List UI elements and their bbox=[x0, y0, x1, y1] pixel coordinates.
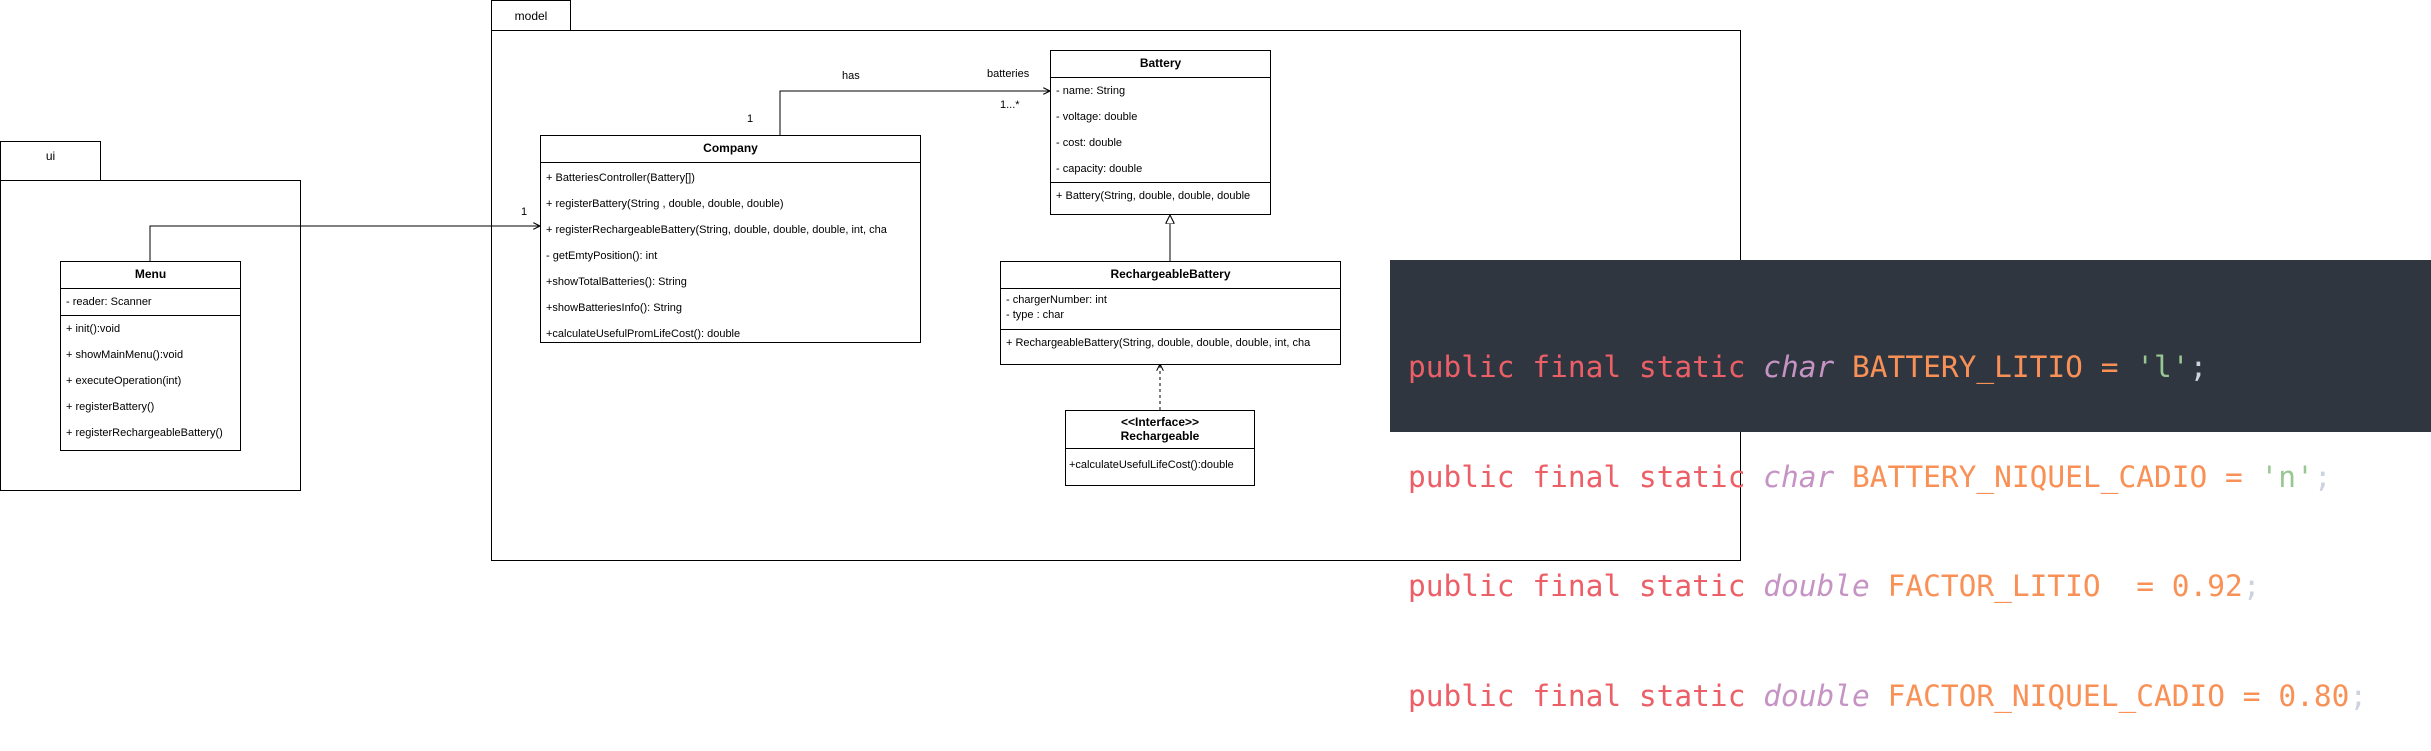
attribute: - capacity: double bbox=[1056, 163, 1143, 175]
class-company-name: Company bbox=[541, 136, 920, 163]
class-company: Company + BatteriesController(Battery[])… bbox=[540, 135, 921, 343]
method: + BatteriesController(Battery[]) bbox=[546, 172, 695, 184]
code-modifiers: public final static bbox=[1408, 678, 1746, 713]
attribute: - cost: double bbox=[1056, 137, 1123, 149]
menu-company-association bbox=[149, 226, 540, 261]
attribute: - name: String bbox=[1056, 85, 1126, 97]
code-operator: = bbox=[2100, 350, 2119, 384]
code-type: double bbox=[1763, 569, 1870, 603]
method: + registerRechargeableBattery() bbox=[66, 427, 223, 439]
class-menu-name: Menu bbox=[61, 262, 240, 289]
method: + Battery(String, double, double, double bbox=[1056, 190, 1251, 202]
package-ui-label: ui bbox=[45, 149, 56, 163]
method: +calculateUsefulPromLifeCost(): double bbox=[546, 328, 741, 340]
method: + registerBattery(String , double, doubl… bbox=[546, 198, 784, 210]
company-battery-label: has bbox=[842, 70, 860, 82]
class-rechargeable-battery-name: RechargeableBattery bbox=[1001, 262, 1340, 289]
class-menu: Menu - reader: Scanner + init():void + s… bbox=[60, 261, 241, 451]
attribute: - type : char bbox=[1006, 309, 1065, 321]
code-value: 0.92 bbox=[2171, 569, 2243, 603]
interface-rechargeable-methods: +calculateUsefulLifeCost():double bbox=[1066, 449, 1254, 478]
code-value: 'l' bbox=[2136, 350, 2190, 384]
menu-company-multiplicity: 1 bbox=[521, 206, 528, 218]
code-value: 0.80 bbox=[2278, 678, 2350, 713]
code-modifiers: public final static bbox=[1408, 569, 1746, 603]
relationship-lines bbox=[149, 0, 2431, 410]
code-operator: = bbox=[2136, 569, 2154, 603]
code-modifiers: public final static bbox=[1408, 350, 1746, 384]
code-type: char bbox=[1763, 350, 1835, 384]
interface-stereotype: <<Interface>> bbox=[1120, 415, 1200, 429]
package-ui-tab: ui bbox=[0, 141, 101, 181]
code-modifiers: public final static bbox=[1408, 459, 1746, 494]
code-identifier: FACTOR_NIQUEL_CADIO bbox=[1887, 678, 2226, 713]
class-rechargeable-battery: RechargeableBattery - chargerNumber: int… bbox=[1000, 261, 1341, 365]
method: - getEmtyPosition(): int bbox=[546, 250, 658, 262]
class-rechargeable-battery-attributes: - chargerNumber: int - type : char bbox=[1001, 289, 1340, 330]
code-snippet: public final static char BATTERY_LITIO =… bbox=[1390, 260, 2431, 713]
class-battery: Battery - name: String - voltage: double… bbox=[1050, 50, 1271, 215]
code-identifier: FACTOR_LITIO bbox=[1887, 569, 2119, 603]
interface-rechargeable-name: Rechargeable bbox=[1120, 429, 1200, 443]
code-value: 'n' bbox=[2260, 459, 2314, 494]
method: + showMainMenu():void bbox=[66, 349, 184, 361]
class-battery-methods: + Battery(String, double, double, double bbox=[1051, 183, 1270, 209]
class-rechargeable-battery-methods: + RechargeableBattery(String, double, do… bbox=[1001, 330, 1340, 356]
attribute: - voltage: double bbox=[1056, 111, 1138, 123]
code-terminator: ; bbox=[2242, 569, 2261, 603]
code-type: char bbox=[1763, 459, 1835, 494]
attribute: - chargerNumber: int bbox=[1006, 294, 1107, 306]
code-identifier: BATTERY_NIQUEL_CADIO bbox=[1852, 459, 2208, 494]
company-battery-multiplicity-battery: 1...* bbox=[1000, 99, 1020, 111]
class-battery-attributes: - name: String - voltage: double - cost:… bbox=[1051, 78, 1270, 183]
company-battery-role: batteries bbox=[987, 68, 1030, 80]
interface-rechargeable-header: <<Interface>> Rechargeable bbox=[1066, 411, 1254, 449]
package-model-label: model bbox=[514, 9, 548, 23]
method: +showBatteriesInfo(): String bbox=[546, 302, 683, 314]
method: + registerRechargeableBattery(String, do… bbox=[546, 224, 887, 236]
code-line: public final static char BATTERY_LITIO =… bbox=[1408, 349, 2431, 386]
code-line: public final static double FACTOR_NIQUEL… bbox=[1408, 678, 2431, 715]
class-company-methods: + BatteriesController(Battery[]) + regis… bbox=[541, 163, 920, 342]
code-line: public final static char BATTERY_NIQUEL_… bbox=[1408, 459, 2431, 496]
code-operator: = bbox=[2225, 459, 2243, 494]
method: +showTotalBatteries(): String bbox=[546, 276, 687, 288]
method: +calculateUsefulLifeCost():double bbox=[1069, 459, 1234, 471]
company-battery-multiplicity-company: 1 bbox=[747, 113, 754, 125]
class-battery-name: Battery bbox=[1051, 51, 1270, 78]
code-operator: = bbox=[2242, 678, 2261, 713]
class-menu-methods: + init():void + showMainMenu():void + ex… bbox=[61, 316, 240, 446]
code-terminator: ; bbox=[2349, 678, 2368, 713]
method: + init():void bbox=[66, 323, 121, 335]
attribute: - reader: Scanner bbox=[66, 296, 152, 308]
code-identifier: BATTERY_LITIO bbox=[1852, 350, 2083, 384]
company-battery-association bbox=[779, 91, 1050, 135]
method: + registerBattery() bbox=[66, 401, 155, 413]
code-line: public final static double FACTOR_LITIO … bbox=[1408, 568, 2431, 605]
interface-rechargeable: <<Interface>> Rechargeable +calculateUse… bbox=[1065, 410, 1255, 486]
class-menu-attributes: - reader: Scanner bbox=[61, 289, 240, 316]
method: + executeOperation(int) bbox=[66, 375, 182, 387]
method: + RechargeableBattery(String, double, do… bbox=[1006, 337, 1311, 349]
code-type: double bbox=[1763, 678, 1870, 713]
code-terminator: ; bbox=[2313, 459, 2332, 494]
code-terminator: ; bbox=[2189, 350, 2208, 384]
